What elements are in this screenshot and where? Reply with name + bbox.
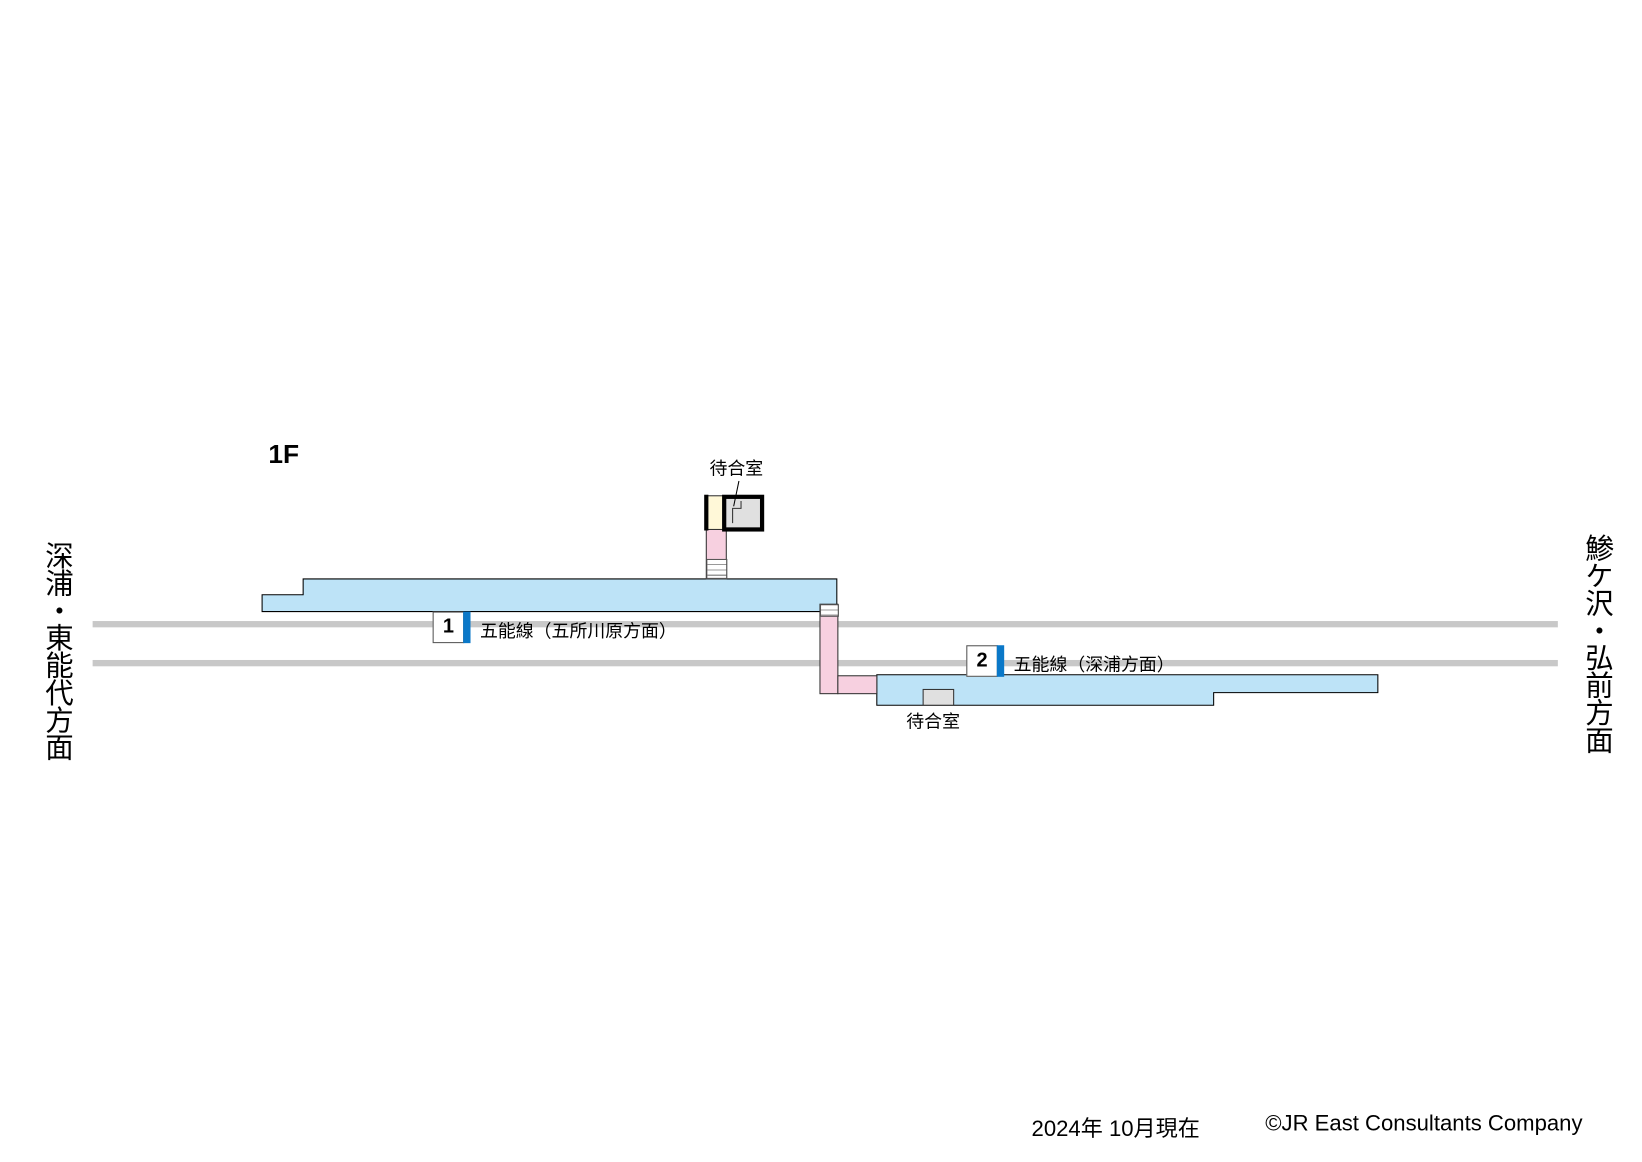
- direction-right: 鯵ケ沢・弘前方面: [1579, 533, 1613, 753]
- platform-2: [876, 674, 1379, 706]
- platform-1: [261, 578, 838, 613]
- direction-left: 深浦・東能代方面: [39, 541, 73, 760]
- footer-date: 2024年 10月現在: [1031, 1116, 1200, 1142]
- waiting-room-label: 待合室: [906, 711, 960, 733]
- platform-1-line-label: 五能線（五所川原方面）: [479, 621, 677, 643]
- overpass-stair-horizontal: [837, 675, 878, 695]
- waiting-room-platform2: [922, 688, 955, 706]
- footer-copyright: ©JR East Consultants Company: [1265, 1111, 1583, 1136]
- entrance-area: [706, 495, 724, 530]
- overpass-stair-vertical: [819, 603, 839, 695]
- stairs-icon: [819, 604, 839, 617]
- floor-label: 1F: [268, 439, 300, 470]
- room-partition: [732, 501, 742, 524]
- line-color-bar: [463, 611, 471, 644]
- waiting-room-leader: [733, 480, 740, 507]
- line-color-bar: [996, 645, 1005, 677]
- platform-number-2: 2: [966, 645, 998, 677]
- platform-2-line-label: 五能線（深浦方面）: [1013, 654, 1175, 676]
- waiting-room-upper: [722, 494, 765, 532]
- stairs-icon: [706, 558, 728, 579]
- waiting-room-label: 待合室: [709, 458, 764, 480]
- platform-number-1: 1: [432, 611, 465, 644]
- entrance-wall: [704, 494, 709, 531]
